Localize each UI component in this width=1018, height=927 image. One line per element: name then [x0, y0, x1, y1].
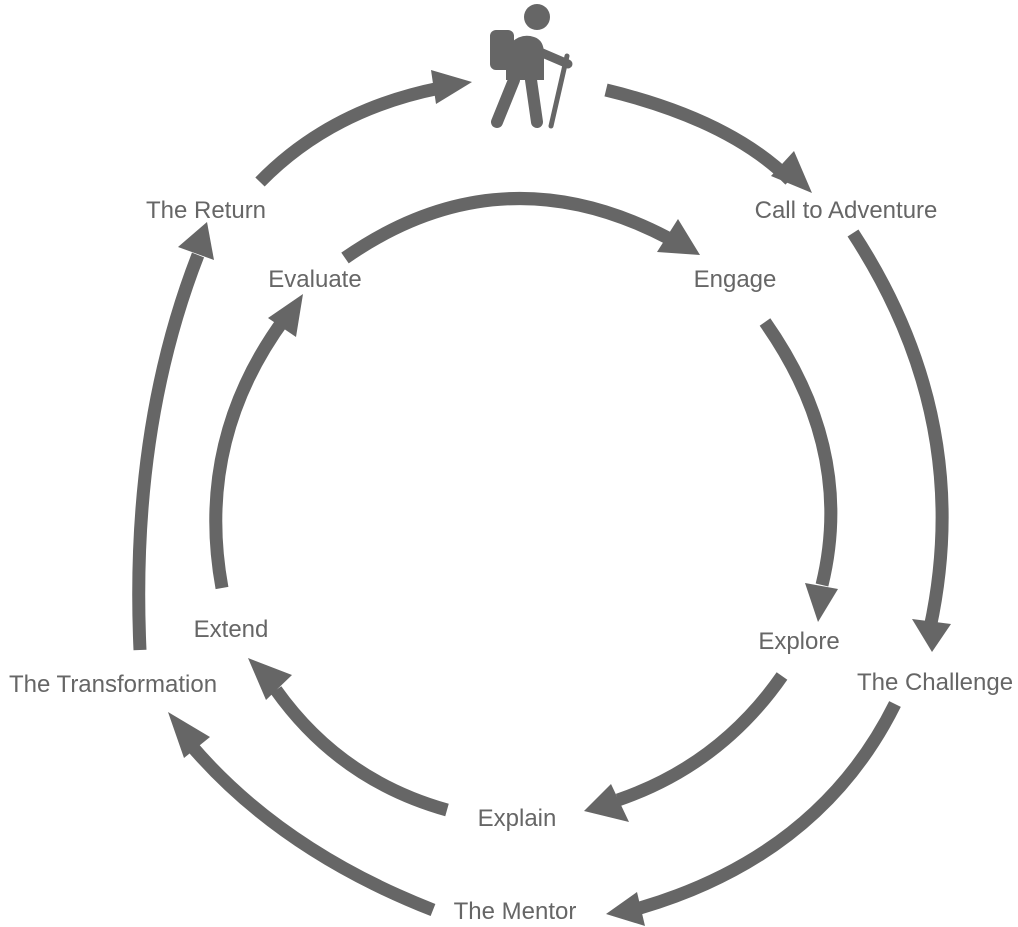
arrowhead-explore — [805, 583, 838, 622]
hiker-icon — [490, 4, 573, 129]
arc-return-to-top — [255, 81, 442, 187]
arc-explore-to-explain — [615, 672, 788, 807]
arrowhead-challenge — [912, 619, 951, 652]
arrowhead-engage — [657, 219, 700, 255]
arc-explain-to-extend — [270, 686, 449, 817]
arc-extend-to-evaluate — [209, 314, 291, 590]
arrowhead-explain — [584, 784, 629, 822]
label-call-to-adventure: Call to Adventure — [755, 197, 938, 224]
arrowhead-transformation — [168, 712, 210, 758]
label-engage: Engage — [694, 266, 777, 293]
outer-arrowheads — [168, 70, 951, 926]
label-the-return: The Return — [146, 197, 266, 224]
arrowhead-extend — [248, 658, 292, 700]
label-the-mentor: The Mentor — [454, 898, 577, 925]
arc-call-to-challenge — [847, 229, 949, 630]
arrowhead-top — [431, 70, 472, 104]
label-extend: Extend — [194, 616, 269, 643]
outer-cycle — [132, 81, 949, 917]
label-the-transformation: The Transformation — [9, 671, 217, 698]
arrowhead-evaluate — [268, 294, 303, 337]
arc-challenge-to-mentor — [638, 701, 901, 915]
arrowhead-mentor — [606, 892, 645, 926]
label-explore: Explore — [758, 628, 839, 655]
arc-evaluate-to-engage — [341, 192, 672, 264]
inner-arrowheads — [248, 219, 838, 822]
inner-cycle — [209, 192, 838, 817]
arc-mentor-to-transformation — [185, 739, 436, 917]
label-explain: Explain — [478, 805, 557, 832]
arrowhead-return — [178, 222, 214, 260]
label-the-challenge: The Challenge — [857, 669, 1013, 696]
label-evaluate: Evaluate — [268, 266, 361, 293]
arc-engage-to-explore — [759, 318, 838, 587]
arc-top-to-call — [604, 83, 795, 185]
arrowhead-call — [771, 151, 812, 193]
arc-transformation-to-return — [132, 252, 205, 651]
